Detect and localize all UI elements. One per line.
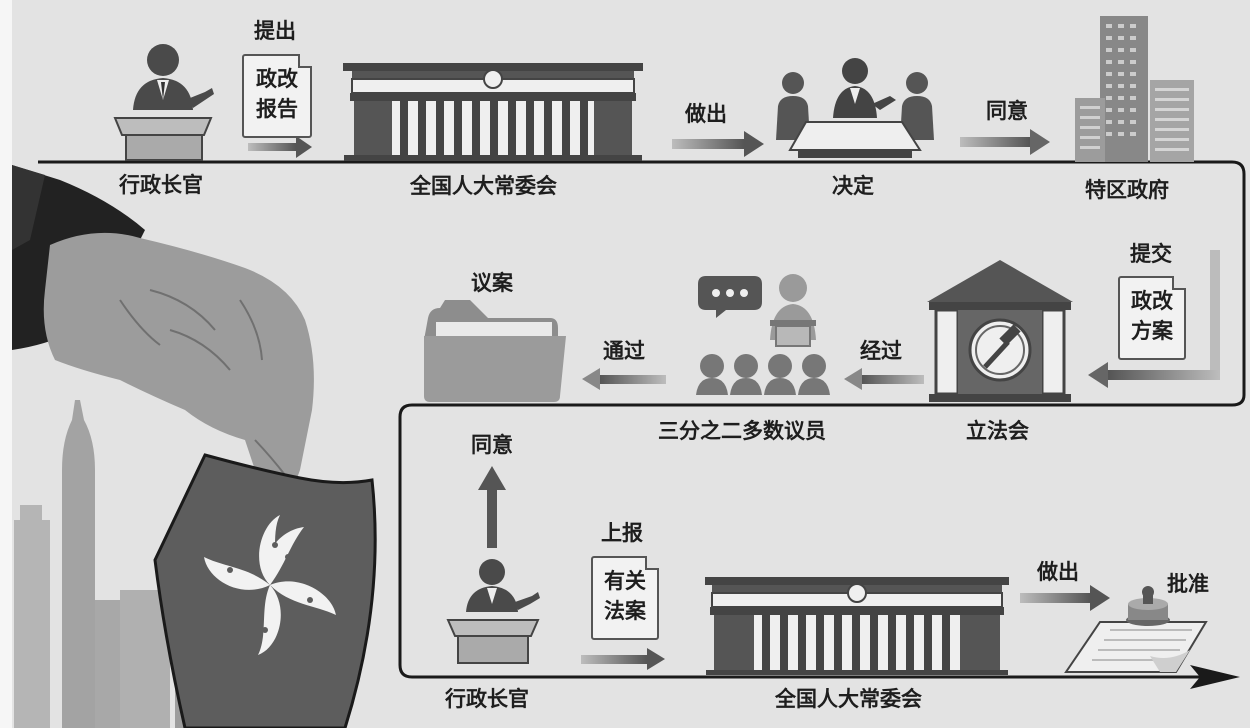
legislators-group-icon	[696, 274, 830, 395]
report-line-1: 政改	[256, 67, 298, 91]
legco-building-icon	[927, 260, 1073, 402]
plan-line-2: 方案	[1131, 319, 1173, 343]
motion-label: 议案	[471, 271, 513, 295]
make-approve-label: 做出	[1037, 560, 1079, 584]
agree-label: 同意	[986, 99, 1028, 123]
pass-through-label: 经过	[860, 339, 902, 363]
reform-plan-document: 政改 方案	[1118, 276, 1186, 360]
reform-report-document: 政改 报告	[242, 54, 312, 138]
sar-government-buildings-icon	[1075, 16, 1194, 162]
report-line-2: 报告	[256, 97, 298, 121]
arrow-make-decision	[672, 131, 764, 157]
npcsc-label-2: 全国人大常委会	[775, 687, 922, 711]
flag-card	[153, 453, 377, 728]
left-margin	[0, 0, 12, 728]
meeting-icon	[776, 58, 934, 158]
submit-plan-label: 提交	[1130, 242, 1172, 266]
sar-government-label: 特区政府	[1085, 178, 1169, 202]
skyline	[14, 400, 205, 728]
flow-line	[38, 160, 1246, 679]
bauhinia-icon	[204, 515, 336, 655]
chief-executive-label-2: 行政长官	[445, 687, 529, 711]
arrow-submit-plan	[1088, 250, 1220, 388]
approval-stamp-icon	[1064, 586, 1208, 673]
approve-label: 批准	[1167, 572, 1209, 596]
submit-label: 提出	[254, 19, 296, 43]
report-up-label: 上报	[601, 521, 643, 545]
agree-up-label: 同意	[471, 433, 513, 457]
legco-label: 立法会	[966, 419, 1029, 443]
npcsc-building-icon	[343, 63, 643, 161]
npcsc-label: 全国人大常委会	[410, 174, 557, 198]
bill-line-2: 法案	[604, 599, 646, 623]
arrow-make-approve	[1020, 585, 1110, 611]
bill-document: 有关 法案	[591, 556, 659, 640]
bill-line-1: 有关	[604, 569, 646, 593]
hand	[43, 232, 314, 495]
arrow-pass-through	[844, 368, 924, 390]
chief-executive-label: 行政长官	[119, 173, 203, 197]
chief-executive-speaker-icon	[113, 44, 214, 161]
two-thirds-members-label: 三分之二多数议员	[658, 419, 826, 443]
npcsc-building-icon-2	[705, 577, 1009, 675]
flow-end-arrow	[1190, 665, 1240, 689]
make-label: 做出	[685, 102, 727, 126]
arrow-agree-up	[478, 466, 506, 548]
arrow-report-up	[581, 648, 665, 670]
passed-label: 通过	[603, 339, 645, 363]
arrow-passed	[582, 368, 666, 390]
chief-executive-speaker-icon-2	[446, 559, 540, 664]
decision-label: 决定	[832, 174, 874, 198]
arrow-submit-report	[248, 136, 312, 158]
motion-folder-icon	[424, 300, 566, 402]
arrow-agree	[960, 129, 1050, 155]
plan-line-1: 政改	[1131, 289, 1173, 313]
